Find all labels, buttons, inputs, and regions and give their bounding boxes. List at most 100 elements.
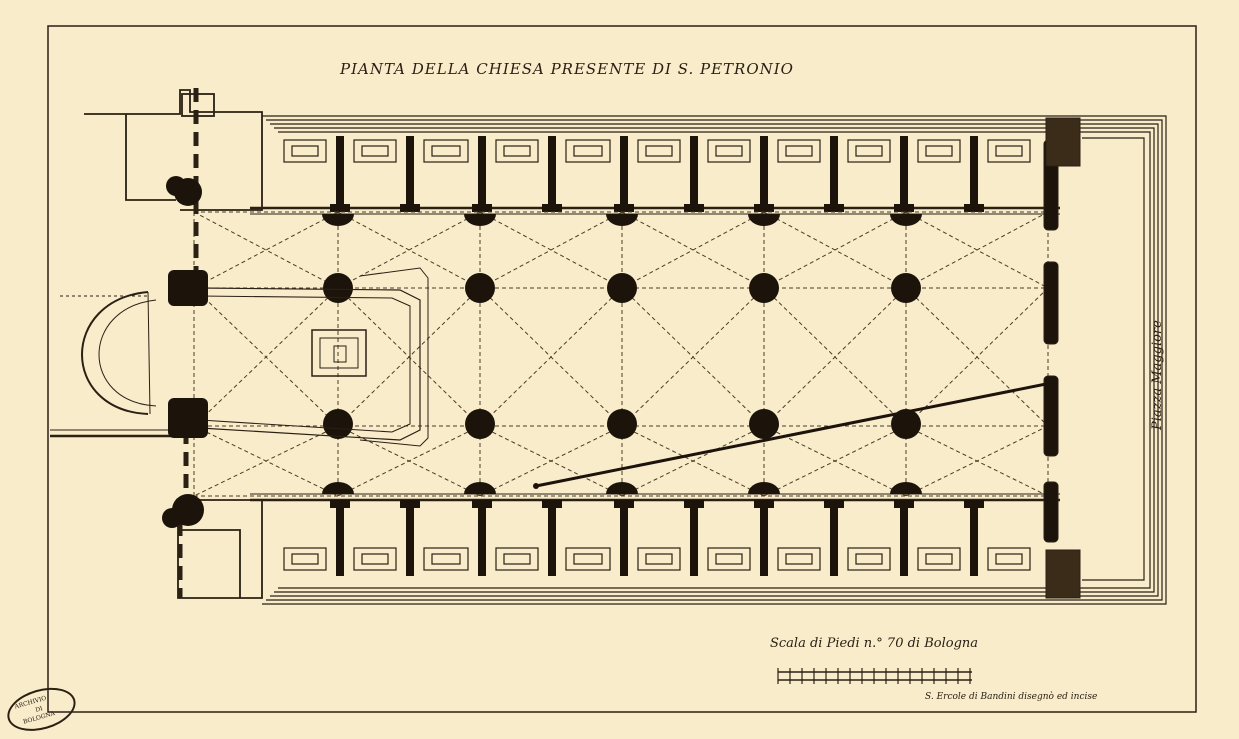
south-pier-base [964, 500, 984, 508]
north-chapel-pier [970, 136, 978, 210]
aisle-half-pillar [606, 214, 638, 226]
nave-pillars [322, 214, 922, 494]
south-chapel-altar [777, 547, 821, 571]
north-chapel-altar [987, 139, 1031, 163]
apse-choir [81, 267, 429, 447]
south-chapel-pier [760, 500, 768, 576]
drawing-title: PIANTA DELLA CHIESA PRESENTE DI S. PETRO… [340, 60, 794, 78]
south-chapel-altar-step [431, 553, 461, 565]
nave-pillar [749, 409, 779, 439]
south-chapel-altar-step [291, 553, 319, 565]
nave-pillar [607, 409, 637, 439]
south-chapel-altar [495, 547, 539, 571]
north-chapel-altar [847, 139, 891, 163]
south-chapel-altar-step [925, 553, 953, 565]
vault-rib [621, 287, 765, 427]
north-pier-base [684, 204, 704, 212]
north-pier-base [330, 204, 350, 212]
south-chapel-altar [707, 547, 751, 571]
north-chapel-altar-step [995, 145, 1023, 157]
north-chapel-altar-step [715, 145, 743, 157]
north-chapel-pier [336, 136, 344, 210]
south-chapel-altar [987, 547, 1031, 571]
north-pier-base [964, 204, 984, 212]
north-chapels [283, 139, 1031, 163]
chapel-piers [330, 136, 984, 576]
south-pier-base [400, 500, 420, 508]
nave-pillar [323, 273, 353, 303]
nave-pillar [891, 409, 921, 439]
north-chapel-altar [353, 139, 397, 163]
south-chapel-altar [847, 547, 891, 571]
vault-rib [905, 211, 1049, 289]
vault-rib [905, 287, 1049, 427]
scale-label: Scala di Piedi n.° 70 di Bologna [770, 636, 979, 651]
vault-rib [763, 287, 907, 427]
nave-pillar [749, 273, 779, 303]
vault-rib [193, 287, 339, 427]
south-pier-base [824, 500, 844, 508]
apse-pillars [162, 176, 208, 528]
south-chapel-altar [917, 547, 961, 571]
north-chapel-altar-step [573, 145, 603, 157]
north-chapel-altar [495, 139, 539, 163]
north-chapel-pier [478, 136, 486, 210]
north-chapel-altar-step [855, 145, 883, 157]
north-pier-base [472, 204, 492, 212]
outer-walls [262, 115, 1167, 605]
south-pier-base [542, 500, 562, 508]
vault-rib [763, 425, 907, 497]
north-chapel-altar-step [431, 145, 461, 157]
vault-rib [905, 425, 1049, 497]
south-chapel-altar-step [785, 553, 813, 565]
vault-rib [193, 211, 339, 289]
sacristy-west [50, 88, 263, 599]
south-pier-base [754, 500, 774, 508]
nave-pillar [891, 273, 921, 303]
south-chapel-altar [637, 547, 681, 571]
north-chapel-pier [620, 136, 628, 210]
north-chapel-altar [637, 139, 681, 163]
south-chapel-altar [353, 547, 397, 571]
north-chapel-pier [830, 136, 838, 210]
scale-ticks [777, 668, 971, 684]
south-pier-base [614, 500, 634, 508]
vault-rib [479, 287, 623, 427]
north-chapel-altar [423, 139, 469, 163]
nave-pillar [323, 409, 353, 439]
nave-pillar [607, 273, 637, 303]
meridian-line [533, 380, 1057, 489]
south-pier-base [330, 500, 350, 508]
south-chapel-altar-step [715, 553, 743, 565]
north-chapel-altar-step [291, 145, 319, 157]
vault-rib [193, 211, 339, 289]
north-pier-base [754, 204, 774, 212]
south-chapel-altar-step [855, 553, 883, 565]
north-chapel-altar-step [645, 145, 673, 157]
aisle-half-pillar [464, 482, 496, 494]
vault-rib [193, 425, 339, 497]
north-chapel-pier [548, 136, 556, 210]
south-chapel-pier [830, 500, 838, 576]
scale-bar [778, 671, 972, 681]
vault-rib [337, 287, 481, 427]
vault-rib [337, 425, 481, 497]
south-pier-base [472, 500, 492, 508]
aisle-half-pillar [606, 482, 638, 494]
south-pier-base [894, 500, 914, 508]
south-chapels [283, 547, 1031, 571]
vault-rib [479, 425, 623, 497]
north-chapel-altar [917, 139, 961, 163]
south-chapel-altar [565, 547, 611, 571]
north-chapel-altar [707, 139, 751, 163]
aisle-walls [250, 206, 1060, 502]
north-chapel-altar [565, 139, 611, 163]
sheet-border [47, 25, 1197, 713]
north-pier-base [824, 204, 844, 212]
south-chapel-altar-step [573, 553, 603, 565]
south-chapel-altar-step [995, 553, 1023, 565]
aisle-half-pillar [322, 482, 354, 494]
north-chapel-pier [900, 136, 908, 210]
